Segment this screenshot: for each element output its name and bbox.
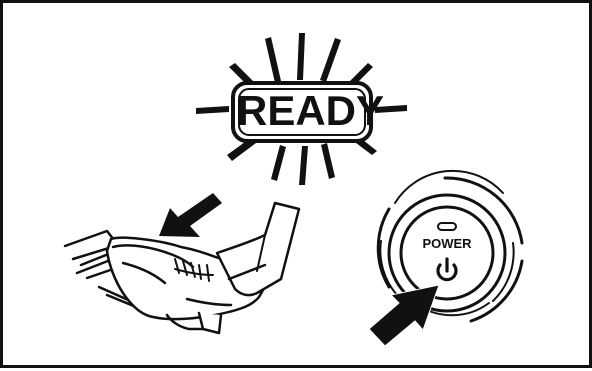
power-indicator-light [438, 223, 456, 230]
ready-label: READY [237, 81, 367, 141]
power-icon [438, 259, 456, 280]
arrow-icon [159, 193, 222, 237]
press-arrow-icon [369, 285, 439, 346]
illustration-canvas [3, 3, 592, 371]
power-button-label: POWER [417, 236, 477, 251]
foot-icon [107, 203, 299, 333]
